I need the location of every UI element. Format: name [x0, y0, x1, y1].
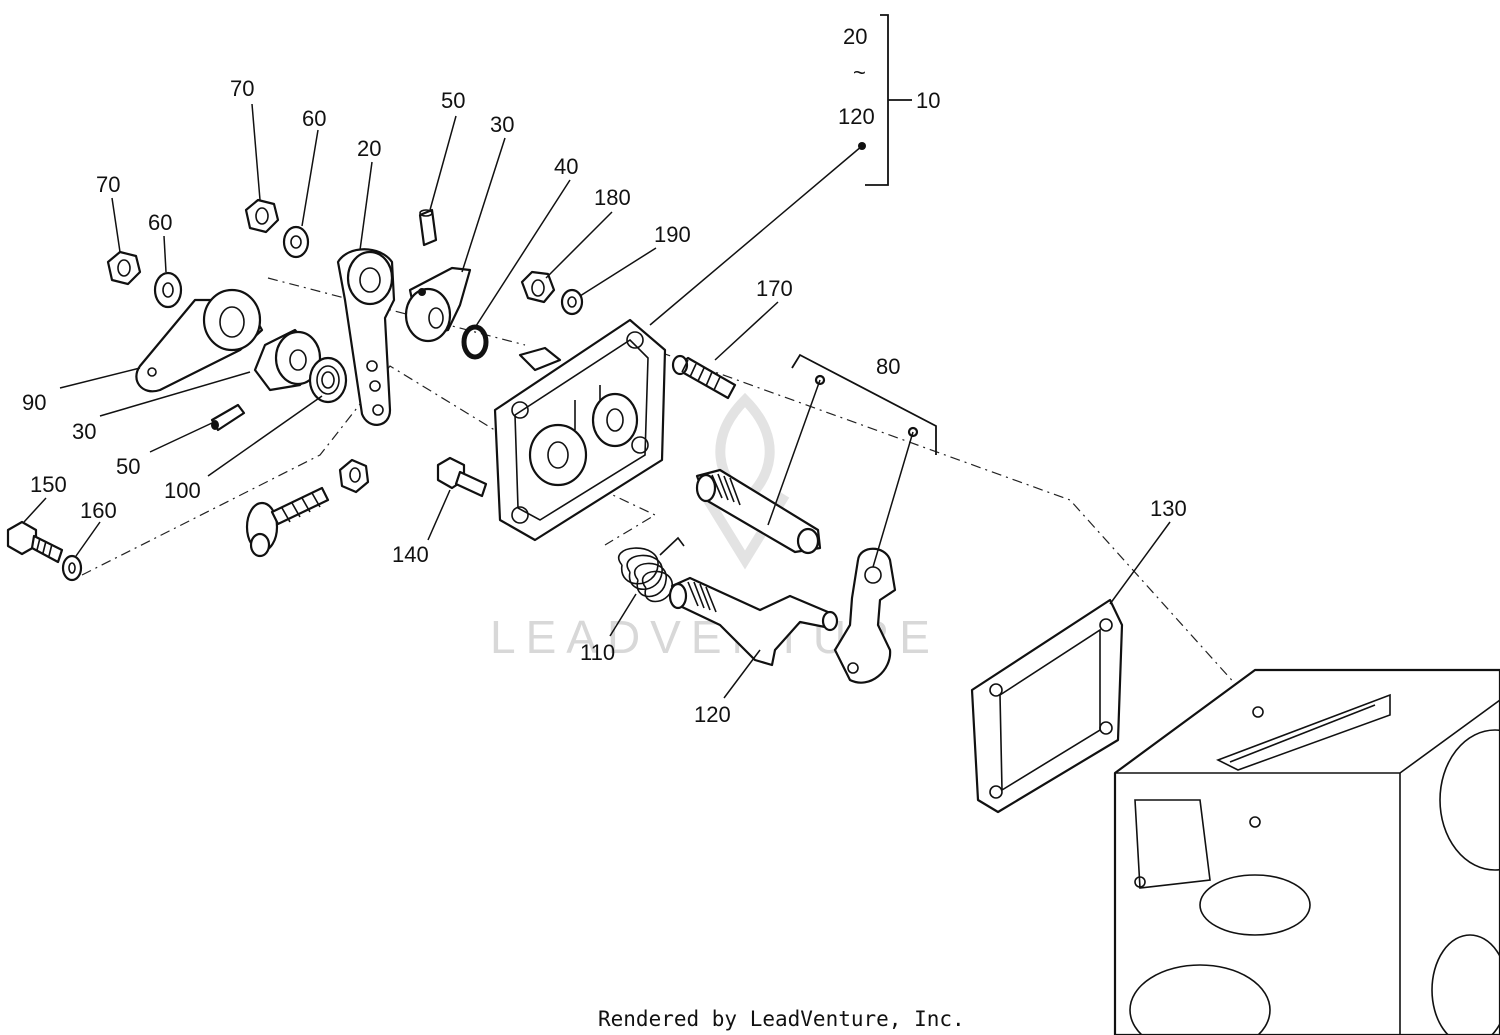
nut-70-top: [244, 198, 280, 234]
callout-60-left: 60: [148, 210, 172, 235]
o-ring-40: [461, 324, 489, 360]
callout-120: 120: [694, 702, 731, 727]
leader-lines: [23, 103, 1171, 699]
callout-170: 170: [756, 276, 793, 301]
callout-110: 110: [580, 640, 615, 665]
callout-40: 40: [554, 154, 578, 179]
cam-30-left: [253, 328, 322, 392]
callout-160: 160: [80, 498, 117, 523]
nut-180: [520, 270, 556, 304]
bolt-140: [436, 456, 488, 498]
callout-180: 180: [594, 185, 631, 210]
crank-shaft-120: [668, 576, 839, 667]
bracket-80: [791, 353, 937, 455]
callout-50-left: 50: [116, 454, 140, 479]
callout-140: 140: [392, 542, 429, 567]
assembly-bracket: [649, 14, 912, 326]
shaft-170-upper: [695, 468, 822, 555]
washer-60-top: [282, 225, 310, 259]
engine-block: [1113, 668, 1500, 1035]
callout-labels: 20 ~ 120 10 70 60 20 50 30 40 180 190 70…: [22, 24, 1187, 727]
bolt-150: [6, 520, 64, 564]
lever-90: [135, 288, 264, 393]
callout-100: 100: [164, 478, 201, 503]
callout-150: 150: [30, 472, 67, 497]
callout-90: 90: [22, 390, 46, 415]
callout-70-left: 70: [96, 172, 120, 197]
callout-30-top: 30: [490, 112, 514, 137]
washer-60-left: [153, 271, 183, 309]
bearing-100: [308, 356, 348, 404]
adjust-screw: [245, 458, 370, 558]
callout-30-left: 30: [72, 419, 96, 444]
callout-70-top: 70: [230, 76, 254, 101]
callout-80: 80: [876, 354, 900, 379]
cam-30-top: [404, 266, 472, 343]
assembly-number: 10: [916, 88, 940, 113]
washer-190: [560, 288, 584, 316]
callout-60-top: 60: [302, 106, 326, 131]
bracket-range-symbol: ~: [853, 60, 866, 85]
footer-credit: Rendered by LeadVenture, Inc.: [598, 1007, 965, 1031]
spring-110: [618, 536, 685, 603]
callout-190: 190: [654, 222, 691, 247]
callout-130: 130: [1150, 496, 1187, 521]
pin-50-top: [418, 208, 438, 247]
nut-70-left: [106, 250, 142, 286]
gasket-130: [970, 598, 1124, 814]
pin-50-left: [210, 403, 246, 432]
callout-50-top: 50: [441, 88, 465, 113]
washer-160: [61, 554, 83, 582]
bracket-range-end: 120: [838, 104, 875, 129]
bracket-range-start: 20: [843, 24, 867, 49]
cover-housing: [493, 318, 667, 542]
lever-20: [336, 248, 396, 426]
stud-170: [671, 354, 737, 400]
callout-20: 20: [357, 136, 381, 161]
